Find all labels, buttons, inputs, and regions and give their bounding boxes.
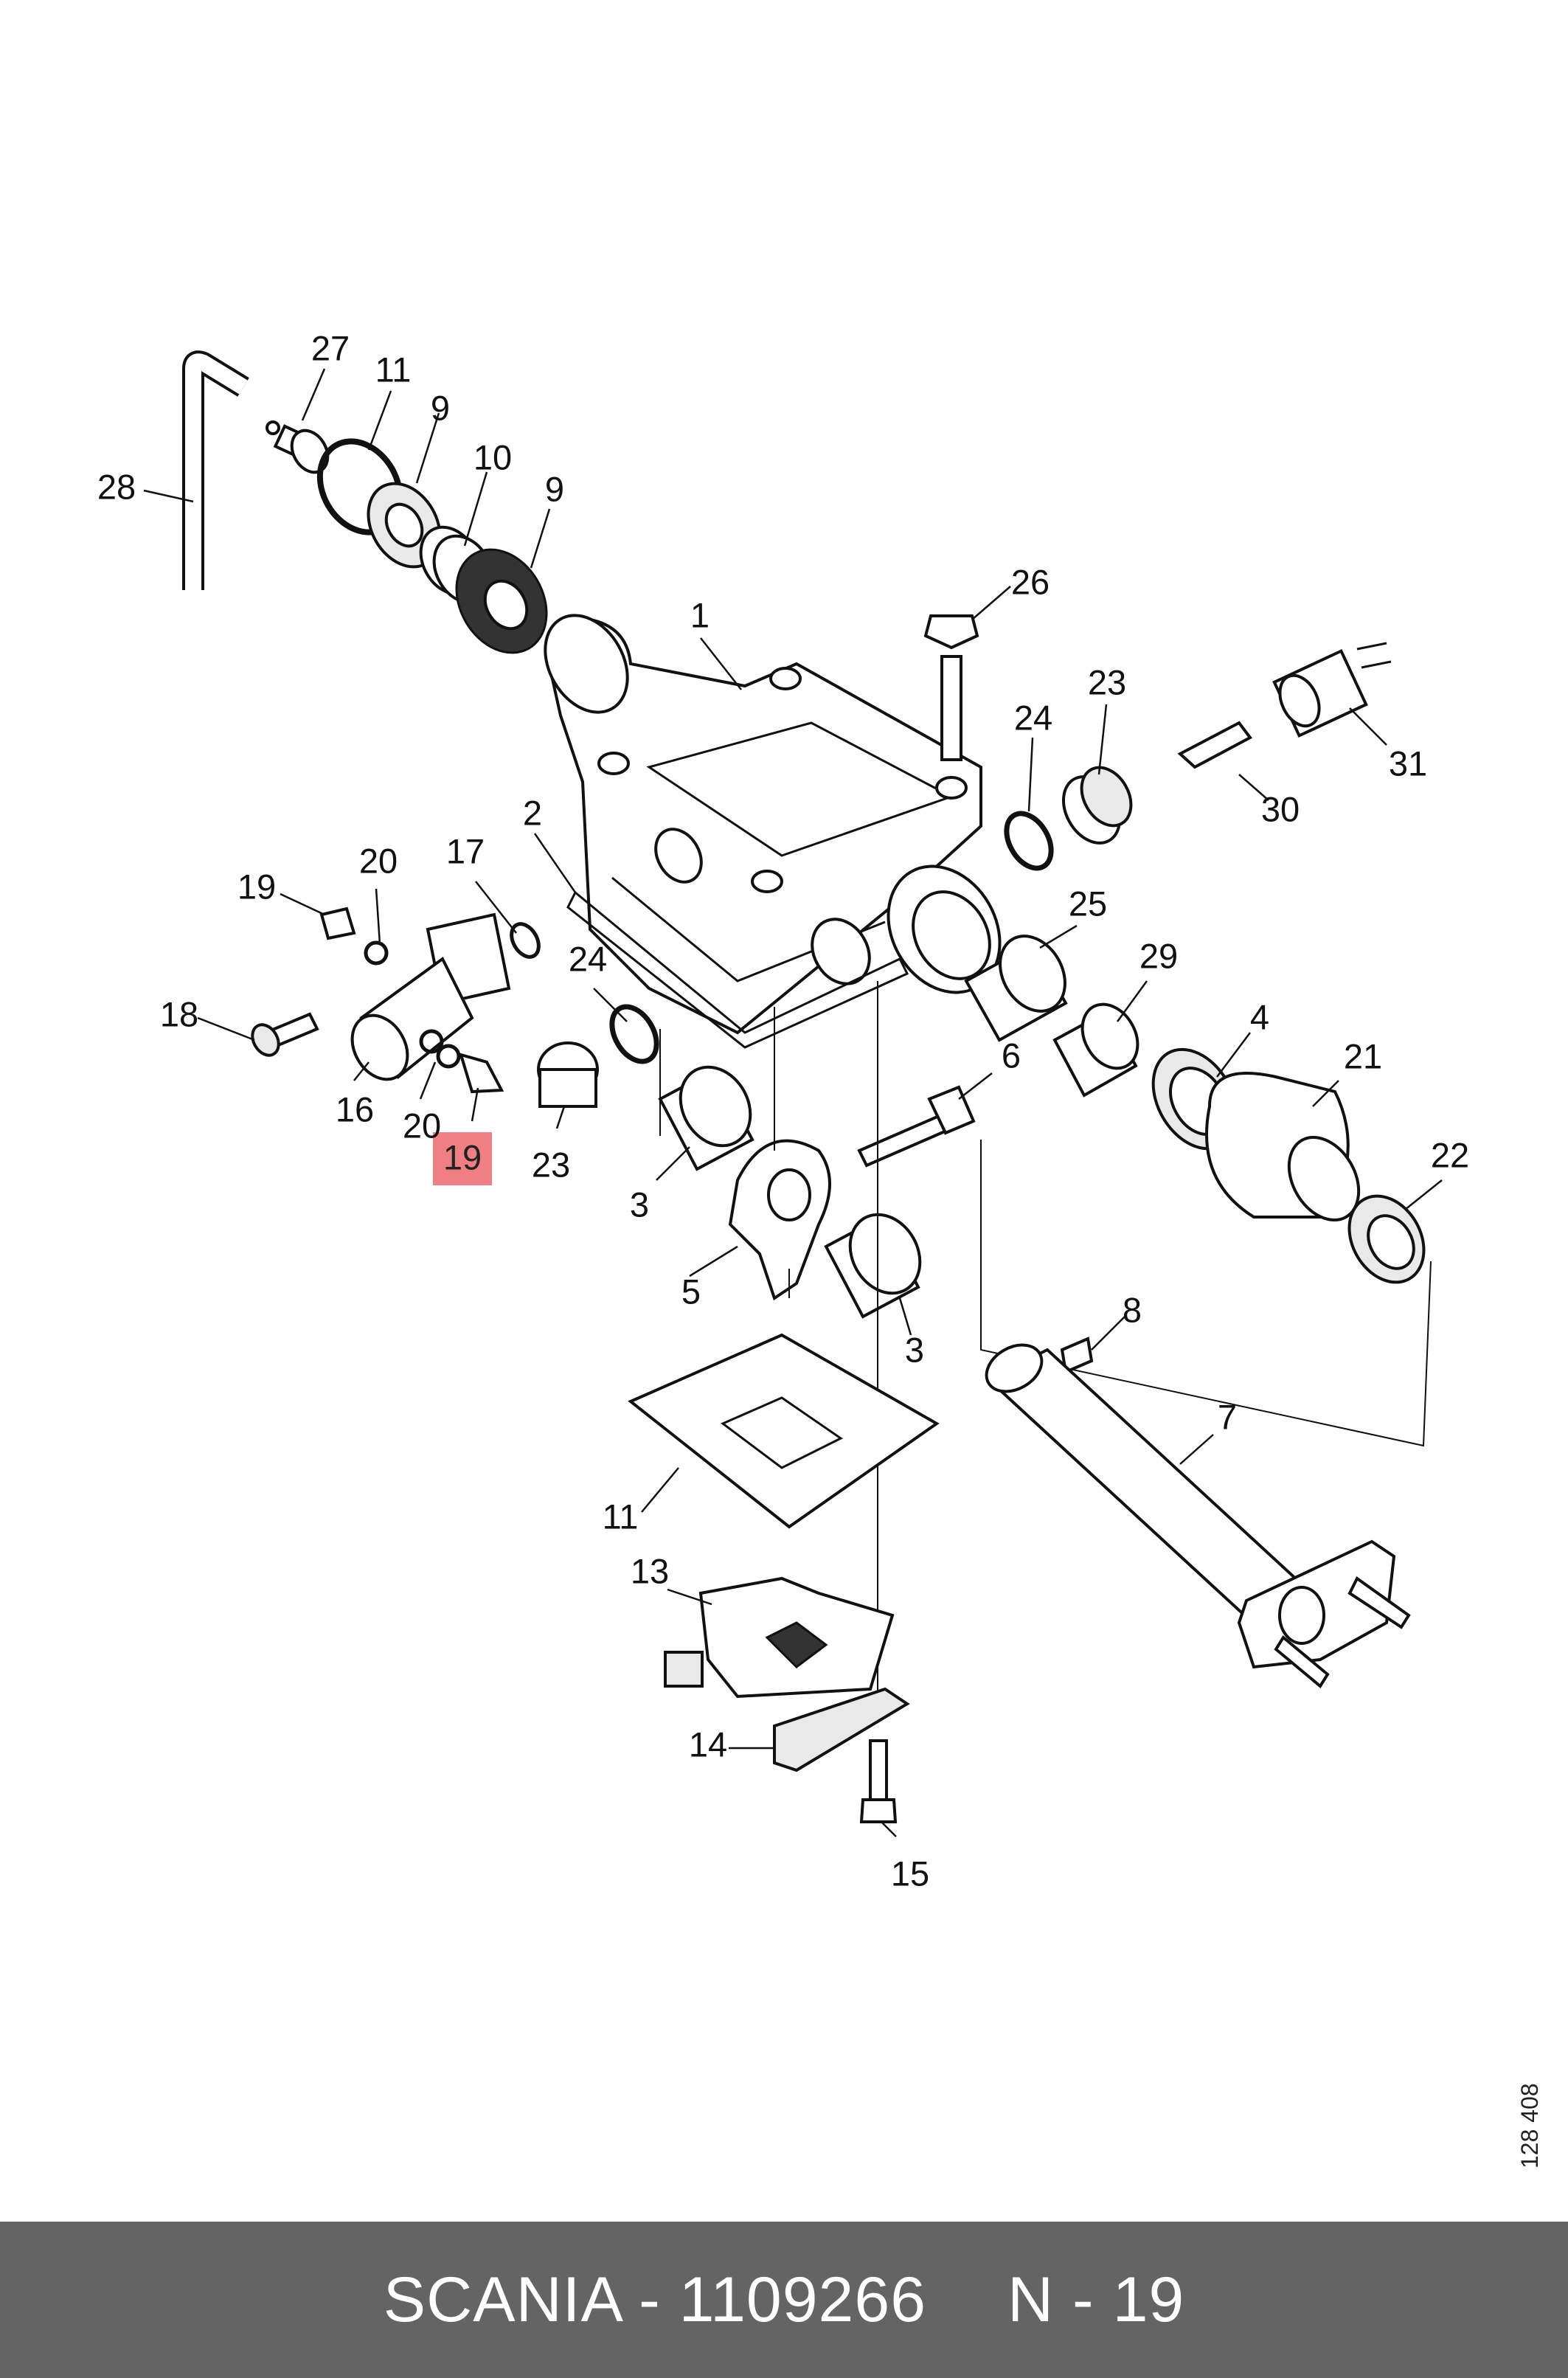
part-label-28: 28 — [97, 467, 136, 506]
parts-drawing — [182, 350, 1432, 1823]
exploded-parts-diagram: 27 11 9 10 9 28 1 26 23 24 31 30 2 17 20… — [97, 328, 1469, 1893]
part-label-29: 29 — [1139, 936, 1178, 975]
part-label-9b: 9 — [545, 469, 564, 508]
part-label-22: 22 — [1431, 1135, 1469, 1174]
part-label-3: 3 — [630, 1185, 649, 1224]
part-label-2: 2 — [523, 793, 542, 832]
part-label-30: 30 — [1261, 789, 1300, 828]
part-label-11: 11 — [375, 350, 412, 389]
part-label-21: 21 — [1344, 1036, 1382, 1075]
footer-bar: SCANIA - 1109266 N - 19 — [0, 2222, 1568, 2378]
part-label-24: 24 — [1014, 698, 1052, 737]
part-label-17: 17 — [446, 831, 485, 870]
part-label-19: 19 — [237, 867, 276, 906]
drawing-reference-code: 128 408 — [1516, 2083, 1543, 2169]
part-label-10: 10 — [473, 437, 512, 476]
part-label-18: 18 — [160, 994, 198, 1033]
part-label-7: 7 — [1218, 1397, 1237, 1436]
highlight-box — [433, 1132, 492, 1185]
part-label-23b: 23 — [532, 1145, 570, 1184]
part-label-31: 31 — [1389, 743, 1427, 783]
part-label-19-highlighted: 19 — [443, 1137, 482, 1176]
part-label-26: 26 — [1011, 562, 1050, 601]
part-label-3b: 3 — [905, 1330, 924, 1369]
part-label-24b: 24 — [569, 939, 607, 978]
part-label-15: 15 — [891, 1854, 929, 1893]
part-label-16: 16 — [336, 1089, 374, 1129]
part-label-25: 25 — [1069, 884, 1107, 923]
part-label-20b: 20 — [403, 1106, 441, 1145]
part-label-13: 13 — [631, 1551, 669, 1590]
part-number-labels: 27 11 9 10 9 28 1 26 23 24 31 30 2 17 20… — [97, 328, 1469, 1893]
footer-brand-part-number: SCANIA - 1109266 — [383, 2264, 927, 2335]
leader-lines — [143, 368, 1443, 1837]
part-label-8: 8 — [1123, 1290, 1142, 1329]
part-label-4: 4 — [1250, 997, 1269, 1036]
part-label-11b: 11 — [603, 1497, 639, 1536]
part-label-6: 6 — [1002, 1036, 1021, 1075]
footer-position: N - 19 — [1007, 2264, 1185, 2335]
part-label-23: 23 — [1088, 662, 1126, 701]
part-label-1: 1 — [690, 595, 710, 634]
part-label-5: 5 — [681, 1272, 701, 1311]
part-label-27: 27 — [311, 328, 350, 367]
part-label-9: 9 — [431, 388, 450, 427]
part-label-20: 20 — [359, 841, 398, 880]
part-label-14: 14 — [689, 1724, 727, 1764]
